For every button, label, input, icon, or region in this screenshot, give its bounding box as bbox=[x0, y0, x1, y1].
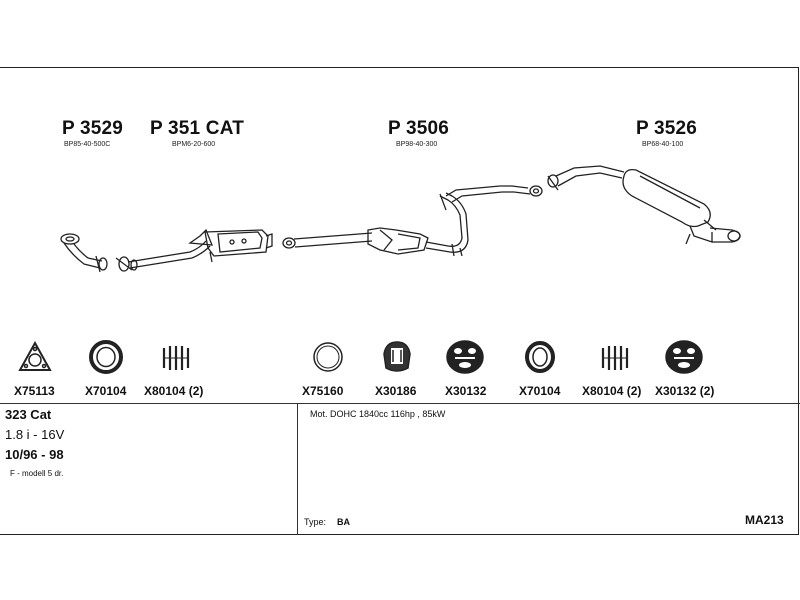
accessory-label-x30132: X30132 bbox=[445, 384, 487, 398]
part-number-p3529: P 3529 bbox=[62, 118, 124, 139]
accessory-label-x30132-rear: X30132 (2) bbox=[655, 384, 715, 398]
reference-code: MA213 bbox=[745, 513, 784, 527]
middle-pipe-drawing bbox=[282, 185, 543, 257]
accessory-label-x70104: X70104 bbox=[85, 384, 127, 398]
ring-gasket-icon bbox=[89, 340, 123, 374]
part-number-p3526: P 3526 bbox=[636, 118, 698, 139]
ring-gasket-icon bbox=[525, 341, 555, 373]
vehicle-variant: F - modell 5 dr. bbox=[10, 469, 64, 478]
divider-info bbox=[297, 403, 298, 534]
part-code-p3506: BP98-40-300 bbox=[396, 141, 438, 148]
rubber-hanger-icon bbox=[383, 341, 411, 372]
type-value: BA bbox=[337, 517, 350, 527]
rubber-mount-icon bbox=[446, 340, 484, 374]
accessory-label-x80104: X80104 (2) bbox=[144, 384, 204, 398]
vehicle-years: 10/96 - 98 bbox=[5, 447, 64, 462]
accessory-label-x30186: X30186 bbox=[375, 384, 417, 398]
ring-gasket-icon bbox=[313, 342, 343, 372]
accessory-label-x75160: X75160 bbox=[302, 384, 344, 398]
part-code-p3529: BP85-40-500C bbox=[64, 141, 111, 148]
vehicle-engine: 1.8 i - 16V bbox=[5, 427, 65, 442]
spring-icon bbox=[601, 346, 629, 370]
catalyst-drawing bbox=[115, 228, 273, 272]
part-number-p351cat: P 351 CAT bbox=[150, 118, 245, 139]
diagram-frame bbox=[0, 67, 799, 535]
part-code-p351cat: BPM6-20-600 bbox=[172, 141, 216, 148]
part-number-p3506: P 3506 bbox=[388, 118, 450, 139]
rear-silencer-drawing bbox=[547, 165, 741, 245]
motor-spec: Mot. DOHC 1840cc 116hp , 85kW bbox=[310, 409, 446, 419]
accessory-label-x70104-rear: X70104 bbox=[519, 384, 561, 398]
accessory-label-x80104-rear: X80104 (2) bbox=[582, 384, 642, 398]
spring-icon bbox=[162, 346, 190, 370]
gasket-triangle-icon bbox=[18, 340, 52, 371]
type-label: Type: bbox=[304, 517, 327, 527]
divider-accessories bbox=[0, 403, 800, 404]
rubber-mount-icon bbox=[665, 340, 703, 374]
accessory-label-x75113: X75113 bbox=[14, 384, 55, 398]
front-pipe-drawing bbox=[60, 233, 108, 273]
vehicle-model: 323 Cat bbox=[5, 407, 52, 422]
part-code-p3526: BP68-40-100 bbox=[642, 141, 684, 148]
